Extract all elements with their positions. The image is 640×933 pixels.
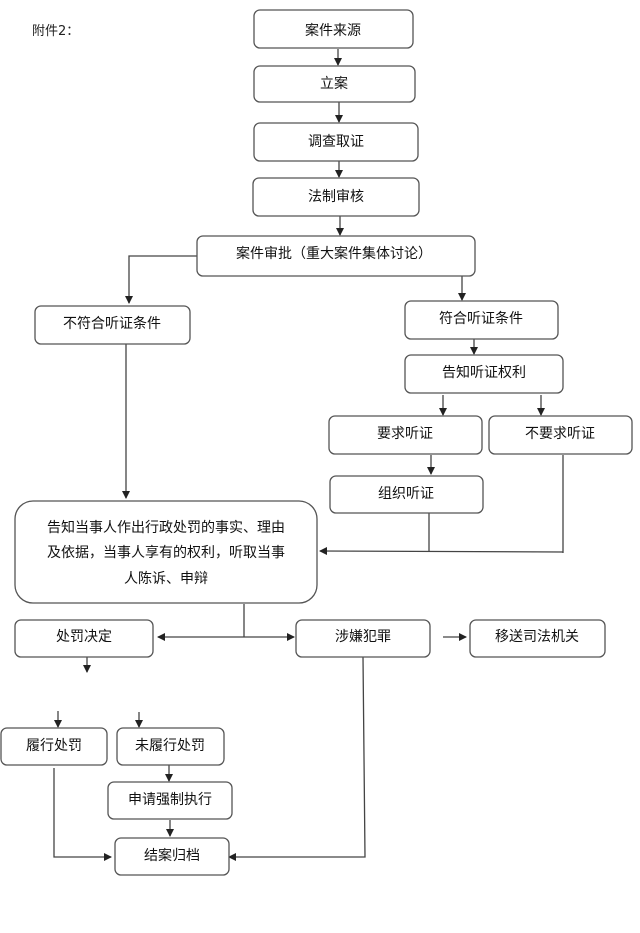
- node-suspected-crime-label: 涉嫌犯罪: [335, 629, 391, 645]
- node-source: 案件来源: [253, 9, 414, 49]
- node-approval-label: 案件审批（重大案件集体讨论）: [236, 245, 432, 262]
- node-source-label: 案件来源: [305, 22, 361, 39]
- node-enforce: 申请强制执行: [107, 781, 233, 820]
- arrow-fulfilled-close: [53, 768, 112, 861]
- node-notify-party-line3: 人陈诉、申辩: [124, 570, 208, 587]
- node-not-fulfilled: 未履行处罚: [116, 727, 225, 766]
- node-no-request-hearing: 不要求听证: [488, 415, 633, 455]
- node-transfer-judicial: 移送司法机关: [469, 619, 606, 658]
- node-no-request-hearing-label: 不要求听证: [525, 426, 595, 442]
- node-investigation-label: 调查取证: [308, 134, 364, 150]
- node-notify-party-line1: 告知当事人作出行政处罚的事实、理由: [47, 519, 285, 536]
- node-fulfilled-label: 履行处罚: [26, 738, 82, 754]
- node-request-hearing: 要求听证: [328, 415, 483, 455]
- node-penalty-decision-label: 处罚决定: [56, 629, 112, 645]
- attachment-label: 附件2：: [32, 24, 80, 39]
- node-notify-party-line2: 及依据，当事人享有的权利，听取当事: [47, 544, 285, 561]
- node-request-hearing-label: 要求听证: [377, 426, 433, 442]
- node-penalty-decision: 处罚决定: [14, 619, 154, 658]
- node-fulfilled: 履行处罚: [0, 727, 108, 766]
- node-transfer-judicial-label: 移送司法机关: [495, 629, 579, 645]
- node-filing-label: 立案: [320, 75, 348, 92]
- node-approval: 案件审批（重大案件集体讨论）: [196, 235, 476, 277]
- node-hearing-eligible: 符合听证条件: [404, 300, 559, 340]
- node-close-archive: 结案归档: [114, 837, 230, 876]
- node-not-fulfilled-label: 未履行处罚: [135, 738, 205, 754]
- node-close-archive-label: 结案归档: [144, 847, 200, 864]
- arrow-crime-close: [228, 656, 366, 861]
- node-enforce-label: 申请强制执行: [128, 792, 212, 808]
- node-notify-party: 告知当事人作出行政处罚的事实、理由 及依据，当事人享有的权利，听取当事 人陈诉、…: [14, 500, 318, 604]
- node-not-hearing-label: 不符合听证条件: [63, 315, 161, 332]
- node-suspected-crime: 涉嫌犯罪: [295, 619, 431, 658]
- node-filing: 立案: [253, 65, 416, 103]
- node-legal-review: 法制审核: [252, 177, 420, 217]
- node-notify-hearing-rights: 告知听证权利: [404, 354, 564, 394]
- node-investigation: 调查取证: [253, 122, 419, 162]
- node-organize-hearing-label: 组织听证: [378, 486, 434, 502]
- node-notify-hearing-rights-label: 告知听证权利: [442, 364, 526, 381]
- arrow-to-notifyparty: [319, 547, 564, 556]
- arrow-approval-not-hearing: [125, 255, 197, 304]
- node-not-hearing: 不符合听证条件: [34, 305, 191, 345]
- node-organize-hearing: 组织听证: [329, 475, 484, 514]
- connectors: [53, 49, 564, 861]
- node-hearing-eligible-label: 符合听证条件: [439, 310, 523, 327]
- node-legal-review-label: 法制审核: [308, 189, 364, 205]
